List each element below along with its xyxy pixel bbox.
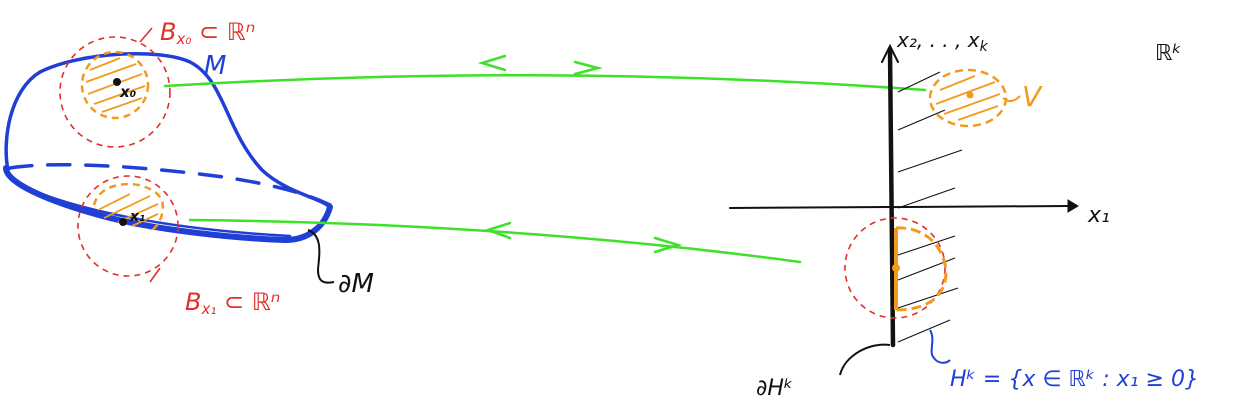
half-space-pointer [929,329,951,364]
label-ball-x1: Bx₁ ⊂ ℝⁿ [185,288,280,318]
label-half-space-boundary: ∂Hᵏ [756,376,793,401]
manifold-front-edge-2 [8,176,292,238]
label-half-space: Hᵏ = {x ∈ ℝᵏ : x₁ ≥ 0} [950,367,1199,392]
point-x0-dot [113,78,121,86]
chart-map-bottom [188,218,802,264]
boundary-point [892,264,900,272]
label-axis-horizontal: x₁ [1087,203,1110,228]
label-space: ℝᵏ [1155,41,1182,66]
label-point-x0: x₀ [119,83,137,101]
neighborhood-x0 [80,50,150,120]
horizontal-axis-arrowhead [1067,199,1079,213]
point-x1-dot [119,218,127,226]
ball-x1-pointer [149,267,161,283]
vertical-axis-arrowhead [881,43,899,63]
ball-x1 [77,175,179,283]
chart-map-top [163,54,927,92]
label-axis-vertical: x₂, . . , xk [896,28,989,55]
manifold-shape [3,51,333,243]
manifold-outline [4,51,332,209]
ball-x0-circle [59,36,171,148]
manifold-back-edge-dashed [8,162,332,207]
boundary-half-ball [844,217,948,319]
ball-x0-pointer [139,27,153,43]
label-open-set-v: V [1022,80,1043,113]
ball-x0 [59,27,171,148]
half-space-hatching [897,71,963,343]
ball-x1-circle [77,175,179,277]
label-manifold: M [204,51,226,81]
label-ball-x0: Bx₀ ⊂ ℝⁿ [160,18,255,48]
open-set-v [928,68,1021,128]
half-space-boundary-pointer [839,343,891,376]
manifold-front-edge [3,165,333,243]
boundary-ball-circle [844,217,946,319]
label-boundary: ∂M [338,269,374,299]
open-set-v-pointer [1002,95,1021,103]
vertical-axis [887,47,896,348]
label-point-x1: x₁ [129,209,145,225]
boundary-half-neighborhood [895,226,948,312]
neighborhood-x1 [92,182,165,234]
open-set-v-outline [928,68,1008,128]
open-set-v-point [966,91,974,99]
boundary-pointer [307,229,335,284]
